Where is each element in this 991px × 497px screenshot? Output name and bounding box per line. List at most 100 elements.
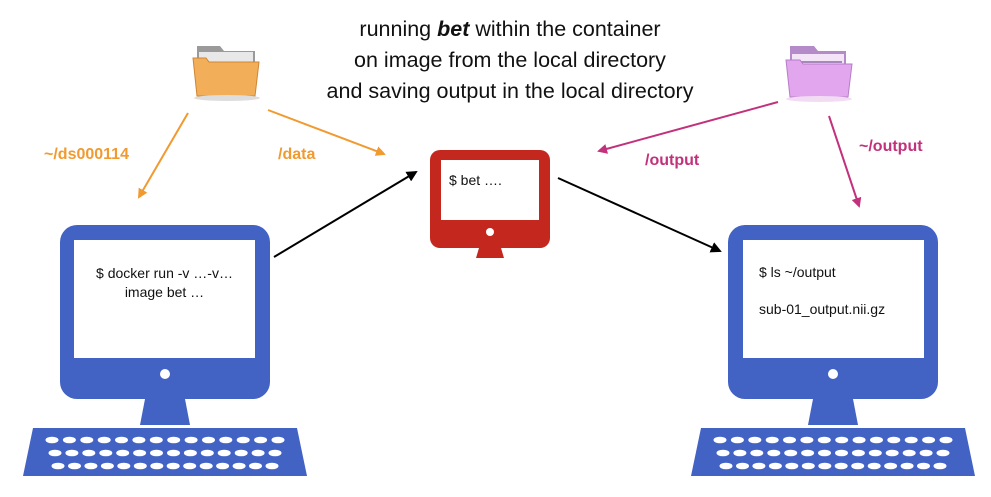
keyboard-key — [167, 449, 180, 457]
keyboard-key — [199, 462, 213, 470]
keyboard-key — [733, 449, 747, 457]
keyboard-key — [867, 462, 881, 470]
keyboard-key — [767, 449, 781, 457]
keyboard-key — [904, 436, 918, 444]
keyboard-key — [265, 462, 279, 470]
keyboard-key — [939, 436, 953, 444]
arrow-folder-to-local-output — [828, 115, 862, 208]
keyboard-key — [133, 462, 147, 470]
keyboard-key — [236, 436, 250, 444]
right-screen-line-1: $ ls ~/output — [759, 264, 836, 280]
keyboard-key — [765, 436, 779, 444]
keyboard-key — [116, 449, 130, 457]
right-screen-line-2: sub-01_output.nii.gz — [759, 301, 886, 317]
keyboard-keys-left — [45, 436, 285, 470]
left-screen-text: $ docker run -v …-v… image bet … — [74, 264, 255, 302]
keyboard-key — [851, 462, 865, 470]
keyboard-key — [45, 436, 59, 444]
keyboard-key — [768, 462, 782, 470]
keyboard-key — [870, 436, 883, 444]
keyboard-key — [835, 436, 849, 444]
keyboard-key — [750, 449, 764, 457]
keyboard-key — [713, 436, 727, 444]
power-button-container — [486, 228, 494, 236]
keyboard-key — [834, 462, 848, 470]
keyboard-key — [719, 462, 733, 470]
screen-left — [74, 240, 255, 358]
keyboard-key — [868, 449, 882, 457]
keyboard-key — [202, 436, 215, 444]
label-local-output-path: ~/output — [859, 138, 923, 155]
power-button-left — [160, 369, 170, 379]
keyboard-key — [736, 462, 749, 470]
keyboard-key — [65, 449, 79, 457]
keyboard-key — [885, 449, 899, 457]
keyboard-key — [852, 436, 866, 444]
keyboard-key — [902, 449, 916, 457]
keyboard-key — [801, 449, 815, 457]
keyboard-key — [100, 462, 114, 470]
keyboard-key — [232, 462, 246, 470]
keyboard-key — [249, 462, 262, 470]
keyboard-key — [117, 462, 131, 470]
arrow-container-to-local — [557, 177, 722, 253]
stand-right — [808, 399, 858, 425]
keyboard-key — [917, 462, 930, 470]
keyboard-key — [150, 449, 163, 457]
keyboard-icon — [23, 428, 307, 476]
diagram-title: running bet within the container on imag… — [250, 14, 770, 107]
keyboard-key — [933, 462, 947, 470]
keyboard-key — [80, 436, 94, 444]
keyboard-key — [884, 462, 898, 470]
keyboard-key — [48, 449, 62, 457]
folder-icon-orange — [192, 46, 260, 101]
arrow-local-to-container — [273, 170, 418, 258]
title-line-1: running bet within the container — [359, 17, 661, 41]
arrow-folder-to-container — [267, 109, 386, 156]
keyboard-key — [922, 436, 936, 444]
keyboard-key — [716, 449, 730, 457]
keyboard-key — [271, 436, 285, 444]
label-container-data-path: /data — [278, 146, 316, 163]
keyboard-key — [133, 449, 147, 457]
keyboard-key — [785, 462, 799, 470]
keyboard-key — [200, 449, 214, 457]
keyboard-icon — [691, 428, 975, 476]
title-bold-word: bet — [437, 17, 470, 41]
keyboard-key — [783, 436, 796, 444]
keyboard-key — [149, 436, 163, 444]
keyboard-key — [234, 449, 248, 457]
keyboard-key — [730, 436, 744, 444]
keyboard-key — [183, 462, 197, 470]
keyboard-key — [748, 436, 762, 444]
keyboard-key — [150, 462, 164, 470]
screen-container — [441, 160, 539, 220]
keyboard-key — [268, 449, 282, 457]
keyboard-key — [99, 449, 113, 457]
keyboard-key — [900, 462, 914, 470]
title-line-2: on image from the local directory — [354, 48, 666, 72]
keyboard-key — [132, 436, 146, 444]
title-line-3: and saving output in the local directory — [326, 79, 694, 103]
label-container-output-path: /output — [645, 152, 700, 169]
container-screen-text: $ bet …. — [449, 172, 502, 188]
keyboard-key — [817, 436, 831, 444]
keyboard-keys-right — [713, 436, 953, 470]
keyboard-key — [167, 436, 181, 444]
keyboard-key — [851, 449, 865, 457]
keyboard-key — [818, 462, 832, 470]
screen-right — [743, 240, 924, 358]
keyboard-key — [62, 436, 76, 444]
keyboard-key — [818, 449, 831, 457]
keyboard-key — [82, 449, 96, 457]
folder-icon-pink — [785, 46, 853, 102]
keyboard-key — [835, 449, 848, 457]
keyboard-key — [115, 436, 128, 444]
keyboard-key — [251, 449, 265, 457]
keyboard-key — [97, 436, 111, 444]
keyboard-key — [219, 436, 233, 444]
keyboard-key — [919, 449, 933, 457]
arrow-folder-to-local — [137, 112, 189, 199]
keyboard-key — [800, 436, 814, 444]
